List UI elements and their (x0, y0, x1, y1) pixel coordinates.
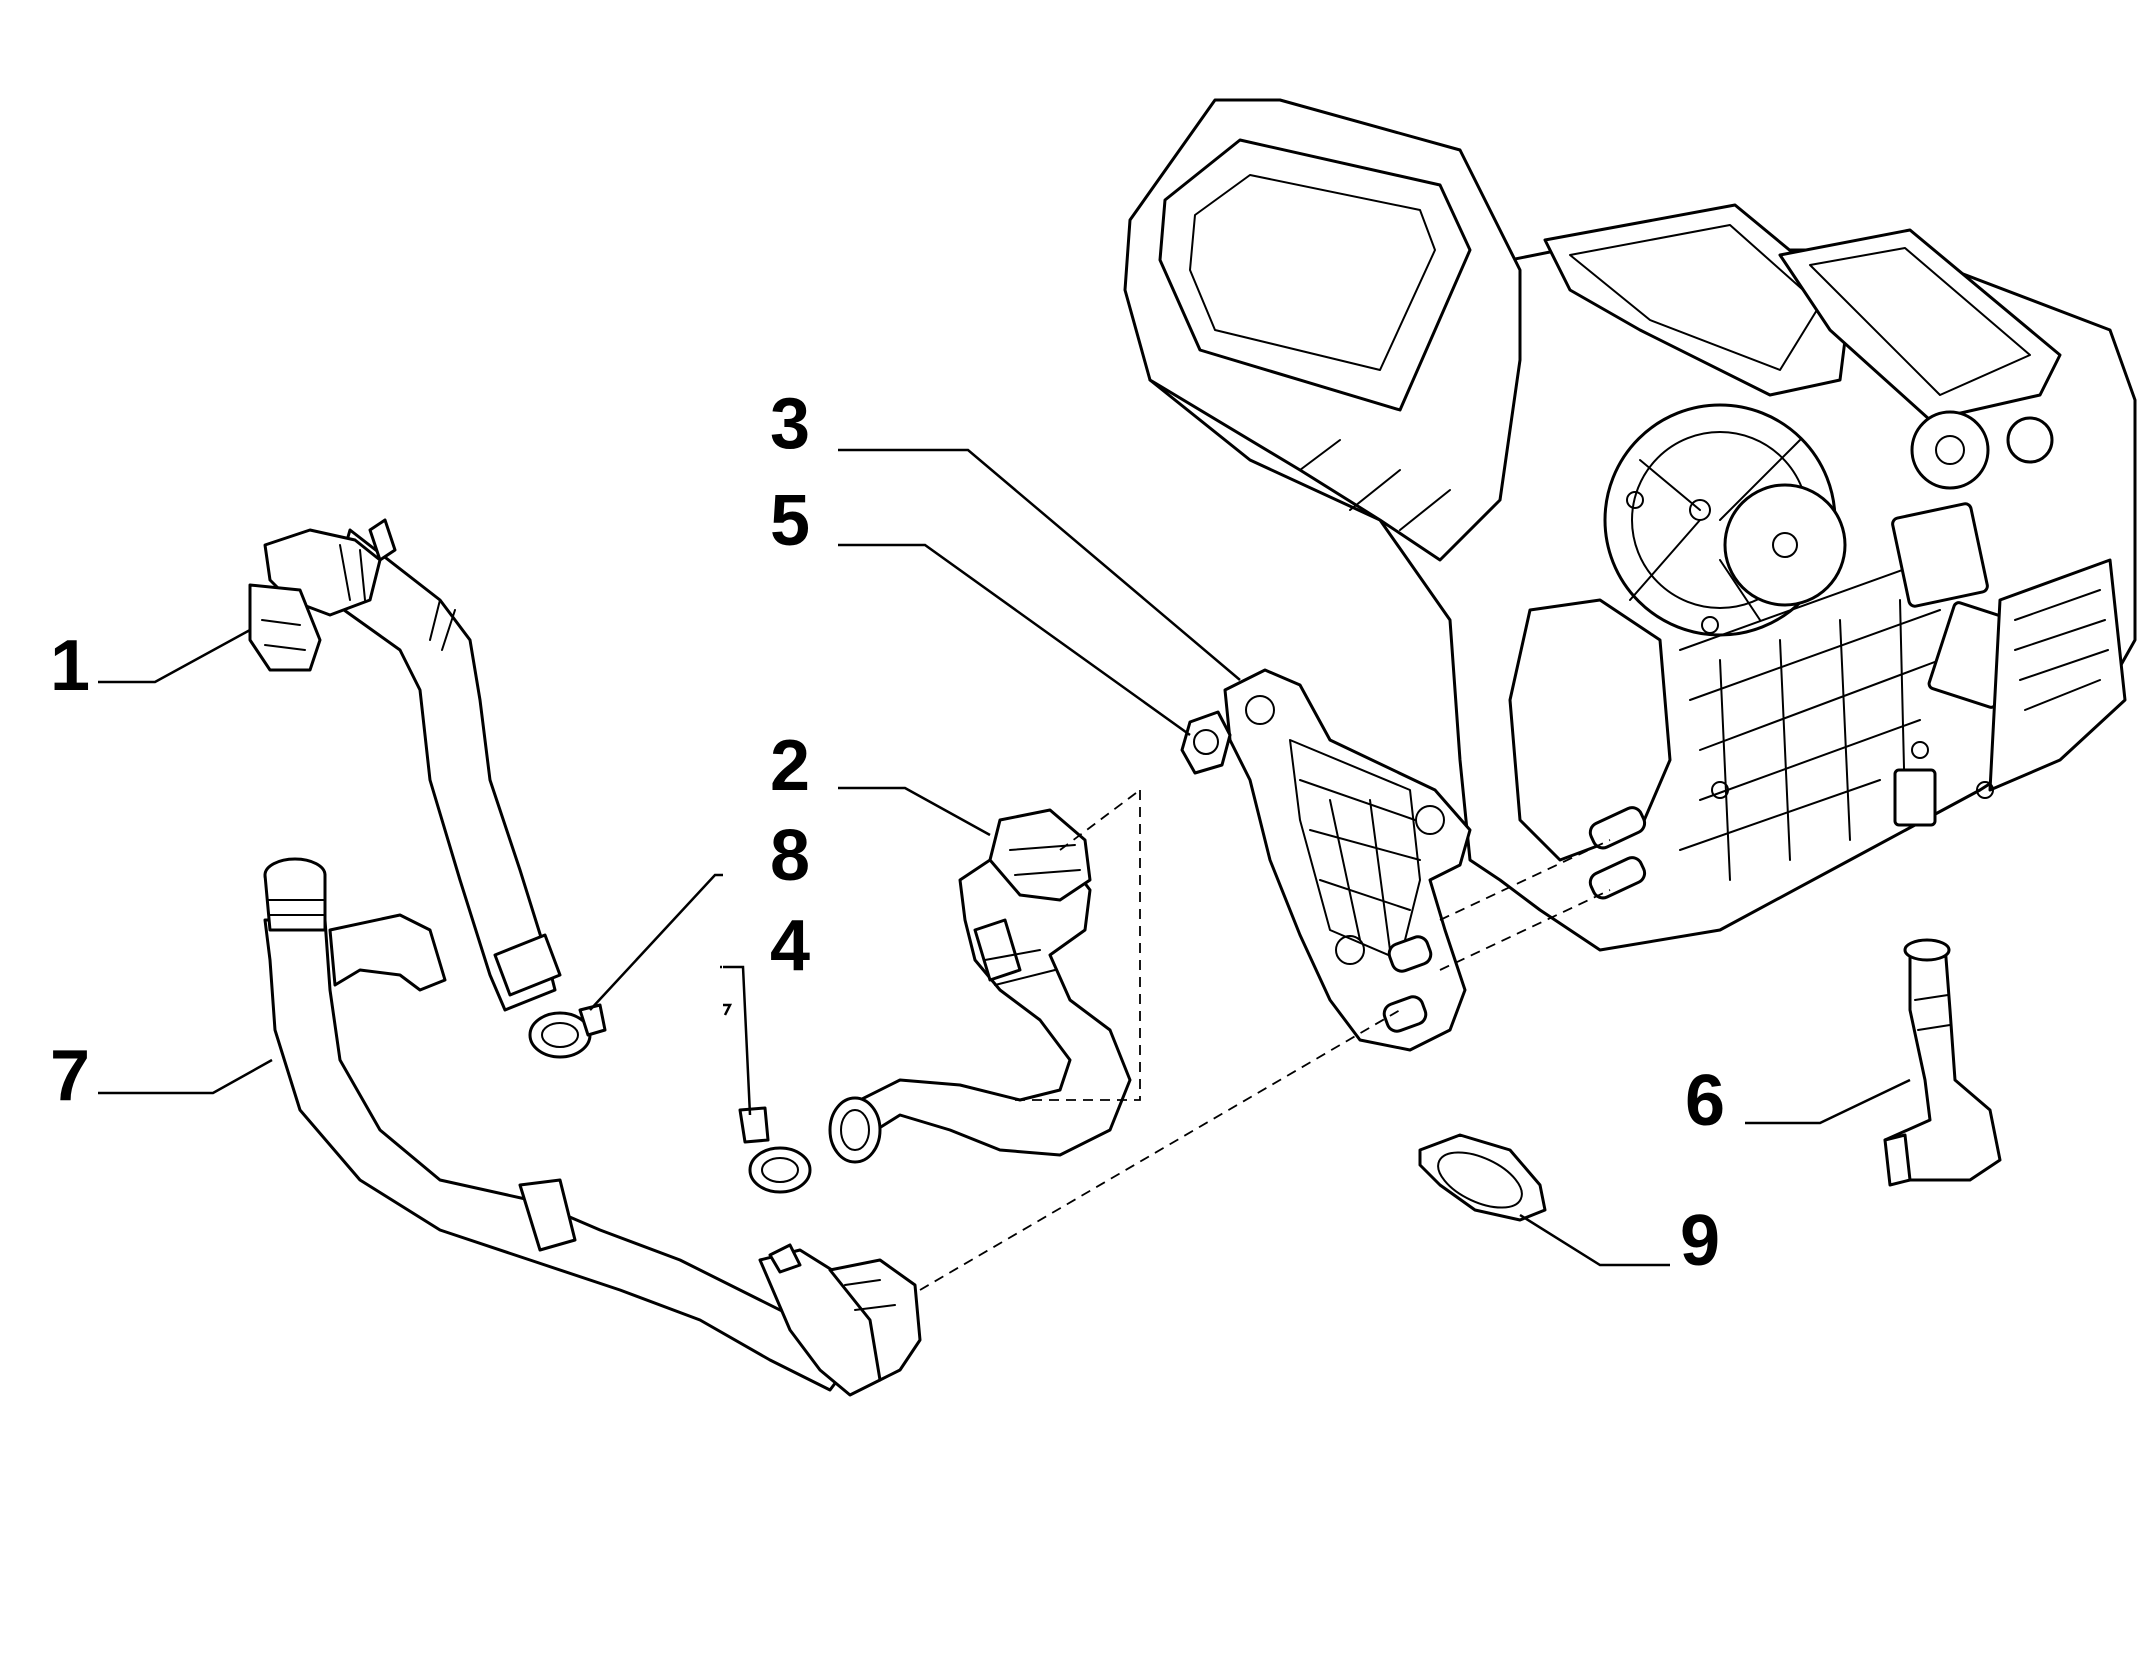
grommet-part-9 (1418, 1133, 1547, 1222)
callout-1: 1 (50, 626, 90, 706)
callout-3: 3 (770, 384, 810, 464)
clamp-part-8 (528, 1003, 607, 1059)
hose-part-2 (828, 808, 1132, 1164)
callout-2: 2 (770, 726, 810, 806)
callout-7: 7 (50, 1036, 90, 1116)
callout-9: 9 (1680, 1201, 1720, 1281)
nut-part-5 (1180, 710, 1232, 775)
callout-8: 8 (770, 816, 810, 896)
clamp-part-4 (738, 1106, 812, 1194)
hose-part-7 (263, 857, 922, 1397)
callout-4: 4 (770, 906, 810, 986)
callout-numbers: 1 2 3 4 5 6 7 8 9 (50, 384, 1725, 1281)
mounting-plate-part-3 (1223, 668, 1472, 1052)
heater-housing-assembly (1123, 98, 2137, 952)
callout-6: 6 (1685, 1061, 1725, 1141)
hose-part-1 (248, 518, 562, 1012)
pipe-part-6 (1883, 938, 2002, 1187)
leader-lines (98, 448, 1911, 1267)
callout-5: 5 (770, 481, 810, 561)
connection-lines (919, 789, 1611, 1291)
